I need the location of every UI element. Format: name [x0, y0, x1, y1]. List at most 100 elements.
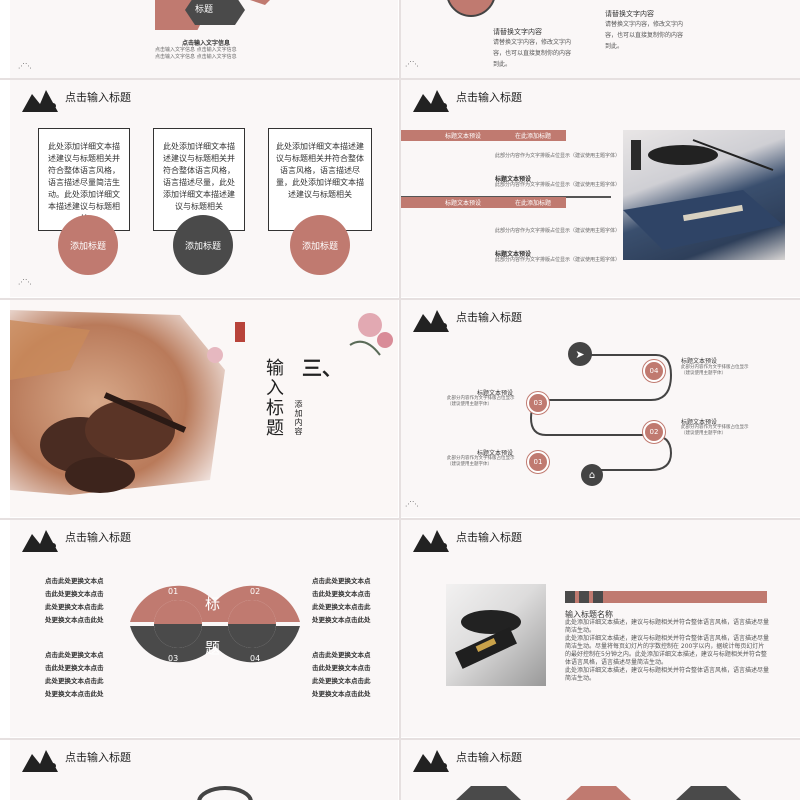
section-subtitle: 添加内容: [294, 400, 303, 436]
paper-plane-icon[interactable]: ➤: [568, 342, 592, 366]
top-right-text-b: 请替换文字内容，修改文字内: [605, 21, 684, 28]
slide-path[interactable]: 点击输入标题 ➤ ⌂ 04 03 02 01 标题文本预设 此部分内容作为文字排…: [401, 300, 800, 517]
step-dot: 01: [527, 451, 549, 473]
step-label: 标题文本预设: [477, 450, 514, 457]
text-line: 此处更换文本点击此: [45, 677, 104, 685]
text-block-left-top: 点击此处更换文本点 击此处更换文本点击 此处更换文本点击此 处更换文本点击此处: [45, 575, 104, 627]
placeholder-text: 此部分内容作为文字排版占位显示（建议使用主题字体）: [495, 153, 621, 159]
header-bar: [565, 591, 767, 603]
top-right-title-a: 请替换文字内容: [493, 28, 542, 36]
text-line: 击此处更换文本点击: [312, 590, 371, 598]
step-label: 标题文本预设: [681, 358, 718, 365]
text-line: 点击此处更换文本点: [312, 577, 371, 585]
hexagon-shape: [155, 0, 270, 30]
ring-shape: [197, 786, 253, 800]
bar-label: 标题文本预设: [445, 200, 482, 207]
step-desc: 此部分内容作为文字排版占位显示（建议使用主题字体）: [447, 396, 515, 407]
center-char-top: 标: [205, 595, 221, 613]
text-block-left-bottom: 点击此处更换文本点 击此处更换文本点击 此处更换文本点击此 处更换文本点击此处: [45, 649, 104, 701]
header-bar-accent: [565, 591, 575, 603]
seal-stamp-icon: [235, 322, 245, 342]
infinity-diagram: [130, 585, 300, 663]
stamp-mark: ⋰⋱: [18, 278, 32, 286]
top-right-text-a: 容，也可以直接复制你的内容: [493, 50, 572, 57]
slide-title: 点击输入标题: [65, 531, 131, 544]
text-block-right-bottom: 点击此处更换文本点 击此处更换文本点击 此处更换文本点击此 处更换文本点击此处: [312, 649, 371, 701]
section-title: 输入标题: [263, 358, 284, 438]
slide-cards[interactable]: 点击输入标题 此处添加详细文本描述建议与标题相关并符合整体语言风格，语言描述尽量…: [10, 80, 398, 297]
top-right-text-a: 到此。: [493, 61, 512, 68]
grid-divider-vertical: [399, 0, 401, 800]
grid-divider: [0, 738, 800, 740]
top-right-text-b: 容，也可以直接复制你的内容: [605, 32, 684, 39]
slide-top-right[interactable]: 请替换文字内容 请替换文字内容，修改文字内 容，也可以直接复制你的内容 到此。 …: [401, 0, 800, 78]
ink-cake-photo: [10, 300, 235, 500]
slide-top-left[interactable]: 标题 点击输入文字信息 点击输入文字信息 点击输入文字信息 点击输入文字信息 点…: [10, 0, 398, 78]
add-title-button[interactable]: 添加标题: [58, 215, 118, 275]
header-bar-accent: [593, 591, 603, 603]
center-char-bottom: 题: [205, 639, 221, 657]
top-right-text-a: 请替换文字内容，修改文字内: [493, 39, 572, 46]
add-title-button[interactable]: 添加标题: [290, 215, 350, 275]
section-number: 三、: [302, 356, 342, 380]
top-right-title-b: 请替换文字内容: [605, 10, 654, 18]
step-dot: 02: [643, 421, 665, 443]
mountain-logo-icon: [413, 530, 449, 552]
step-label: 标题文本预设: [681, 419, 718, 426]
slide-photo-text[interactable]: 点击输入标题 输入标题名称 此处添加详细文本描述，建议与标题相关并符合整体语言风…: [401, 520, 800, 737]
home-icon[interactable]: ⌂: [581, 464, 603, 486]
content-paragraph: 此处添加详细文本描述，建议与标题相关并符合整体语言风格，语言描述尽量简洁生动。尽…: [565, 635, 770, 666]
slide-title: 点击输入标题: [65, 91, 131, 104]
stamp-mark: ⋰⋱: [18, 62, 32, 70]
winding-path: [529, 354, 673, 471]
content-paragraph: 此处添加详细文本描述，建议与标题相关并符合整体语言风格，语言描述尽量简洁生动。: [565, 667, 770, 682]
ink-book-photo: [623, 130, 785, 260]
quadrant-num: 02: [250, 587, 261, 596]
inkstone-illustration: [623, 139, 783, 250]
quadrant-num: 03: [168, 654, 179, 663]
bar-label-right: 在此添加标题: [515, 133, 552, 140]
title-bar: 标题文本预设 在此添加标题: [401, 197, 566, 208]
text-line: 此处更换文本点击此: [312, 603, 371, 611]
grid-divider: [0, 518, 800, 520]
slide-title: 点击输入标题: [456, 531, 522, 544]
step-desc: 此部分内容作为文字排版占位显示（建议使用主题字体）: [681, 365, 749, 376]
flower-decoration: [349, 313, 393, 356]
hexagon-row: [456, 786, 741, 800]
mountain-logo-icon: [413, 310, 449, 332]
slide-title: 点击输入标题: [65, 751, 131, 764]
placeholder-text: 此部分内容作为文字排版占位显示（建议使用主题字体）: [495, 228, 621, 234]
add-title-button[interactable]: 添加标题: [173, 215, 233, 275]
mountain-logo-icon: [413, 90, 449, 112]
stamp-mark: ⋰⋱: [405, 60, 419, 68]
title-bar: 标题文本预设 在此添加标题: [401, 130, 566, 141]
text-line: 处更换文本点击此处: [45, 616, 104, 624]
circle-badges: [447, 0, 495, 17]
slide-section[interactable]: 三、 输入标题 添加内容: [10, 300, 398, 517]
slide-bars[interactable]: 点击输入标题 标题文本预设 在此添加标题 此部分内容作为文字排版占位显示（建议使…: [401, 80, 800, 297]
quadrant-num: 04: [250, 654, 261, 663]
slide-infinity[interactable]: 点击输入标题 标 题 01 02 03 04 点击此处更换文本点 击此处更换文本…: [10, 520, 398, 737]
stamp-mark: ⋰⋱: [405, 500, 419, 508]
step-label: 标题文本预设: [477, 390, 514, 397]
inkstick-illustration: [455, 610, 521, 669]
card-text: 此处添加详细文本描述建议与标题相关并符合整体语言风格，语言描述尽量，此处添加详细…: [276, 142, 364, 199]
sub-title: 标题文本预设: [495, 176, 532, 183]
slide-title: 点击输入标题: [456, 311, 522, 324]
text-card: 此处添加详细文本描述建议与标题相关并符合整体语言风格，语言描述尽量，此处添加详细…: [153, 128, 245, 231]
slide-bottom-left[interactable]: 点击输入标题: [10, 740, 398, 800]
slide-bottom-right[interactable]: 点击输入标题: [401, 740, 800, 800]
step-dot: 04: [643, 360, 665, 382]
bar-label-right: 在此添加标题: [515, 200, 552, 207]
grid-divider: [0, 78, 800, 80]
step-desc: 此部分内容作为文字排版占位显示（建议使用主题字体）: [681, 425, 749, 436]
bar-label: 标题文本预设: [445, 133, 482, 140]
hex-label: 标题: [195, 5, 214, 15]
text-line: 处更换文本点击此处: [312, 690, 371, 698]
text-line: 点击此处更换文本点: [312, 651, 371, 659]
card-text: 此处添加详细文本描述建议与标题相关并符合整体语言风格，语言描述尽量简洁生动。此处…: [48, 142, 120, 223]
placeholder-text: 此部分内容作为文字排版占位显示（建议使用主题字体）: [495, 182, 621, 188]
text-line: 点击此处更换文本点: [45, 651, 104, 659]
slide-title: 点击输入标题: [456, 751, 522, 764]
top-left-line: 点击输入文字信息 点击输入文字信息: [155, 54, 237, 60]
